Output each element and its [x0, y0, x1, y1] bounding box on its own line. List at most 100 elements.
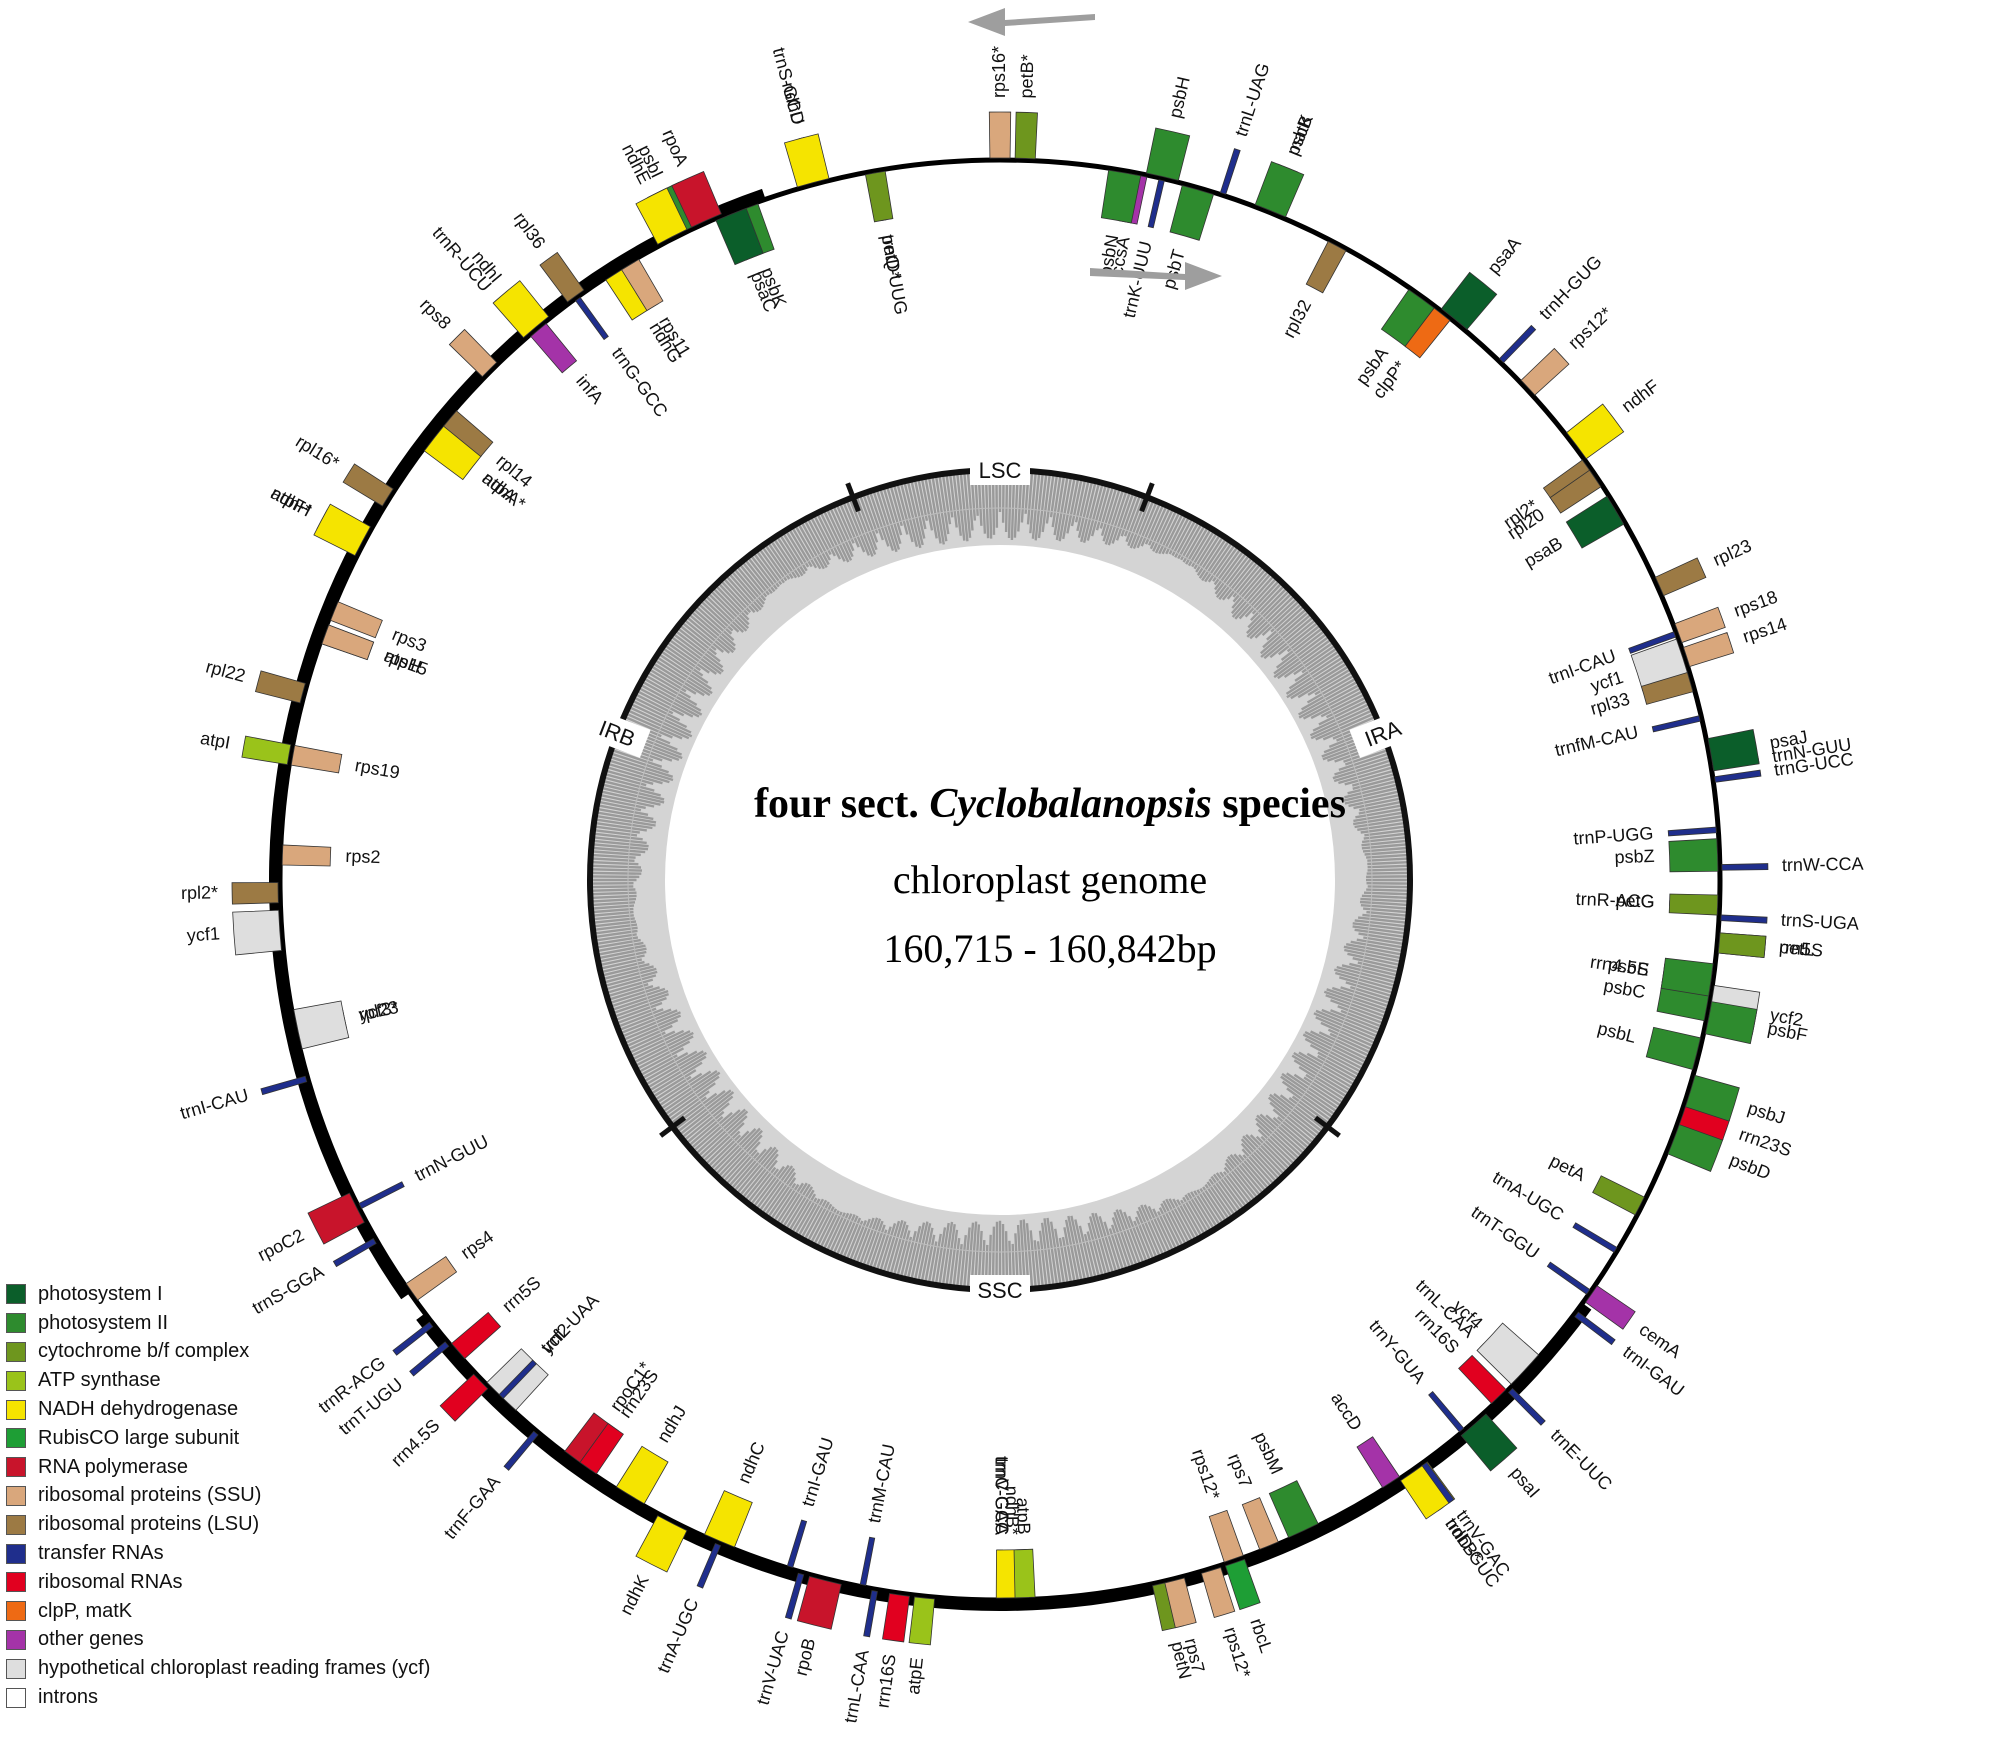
- legend-item: hypothetical chloroplast reading frames …: [6, 1654, 566, 1683]
- gene-label: psbT: [1159, 247, 1189, 291]
- gene-block: [232, 909, 282, 956]
- gene-block: [1476, 1322, 1540, 1385]
- legend-swatch: [6, 1629, 26, 1650]
- gene-label: psbF: [1766, 1018, 1809, 1045]
- gene-label: rps14: [1740, 614, 1789, 647]
- gene-block: [1684, 1074, 1740, 1122]
- gene-block: [1640, 671, 1694, 705]
- gene-label: rps12*: [1564, 303, 1616, 353]
- legend-item: ribosomal proteins (SSU): [6, 1482, 566, 1511]
- genome-size: 160,715 - 160,842bp: [883, 926, 1217, 971]
- gene-label: trnS-UGA: [1780, 910, 1859, 934]
- gene-block: [254, 670, 306, 704]
- gene-label: trnA-UGC: [653, 1595, 702, 1676]
- legend-item: photosystem I: [6, 1280, 566, 1309]
- gene-block: [908, 1596, 935, 1646]
- gene-label: rpl2*: [181, 882, 218, 903]
- gene-block: [392, 1321, 434, 1356]
- gene-block: [863, 1590, 878, 1638]
- gene-label: psaB: [1520, 533, 1565, 571]
- gene-label: ndhD: [778, 80, 808, 127]
- gene-label: psbB: [1283, 113, 1317, 159]
- gene-block: [715, 207, 764, 266]
- gene-block: [621, 258, 664, 312]
- legend-swatch: [6, 1313, 26, 1334]
- gene-block: [1421, 1461, 1455, 1504]
- gene-block: [575, 296, 609, 341]
- region-boundary-tick: [659, 1115, 687, 1138]
- gene-block: [1458, 1354, 1507, 1404]
- legend-item: ribosomal proteins (LSU): [6, 1510, 566, 1539]
- gene-block: [498, 1359, 538, 1400]
- gene-block: [1200, 1566, 1236, 1619]
- legend-item: clpP, matK: [6, 1597, 566, 1626]
- gene-block: [671, 170, 722, 228]
- gene-block: [1667, 826, 1717, 837]
- gene-block: [330, 601, 383, 639]
- legend-item: cytochrome b/f complex: [6, 1338, 566, 1367]
- gene-block: [1674, 606, 1726, 644]
- gene-block: [1585, 1285, 1636, 1330]
- gene-label: psbD: [1727, 1150, 1773, 1184]
- gene-block: [1566, 403, 1625, 460]
- gene-label: rps7: [1224, 1451, 1256, 1491]
- legend-swatch: [6, 1658, 26, 1679]
- gene-block: [1169, 185, 1215, 241]
- gene-block: [696, 1542, 722, 1589]
- gene-block: [1549, 469, 1602, 514]
- gene-label: psaI: [1506, 1463, 1543, 1502]
- gene-block: [1498, 324, 1537, 364]
- gene-label: petG: [1615, 890, 1655, 911]
- gene-block: [1254, 161, 1305, 218]
- gene-label: infA: [572, 371, 607, 408]
- gene-label: atpB: [1013, 1497, 1034, 1535]
- gene-label: trnC-GCA: [991, 1456, 1011, 1535]
- legend-swatch: [6, 1457, 26, 1478]
- arrow-clockwise: [1090, 262, 1222, 290]
- gene-label: trnM-CAU: [864, 1442, 899, 1524]
- legend-label: ribosomal proteins (LSU): [38, 1513, 260, 1536]
- center-disc: [665, 545, 1335, 1215]
- gene-label: psbL: [1596, 1018, 1639, 1047]
- legend-swatch: [6, 1428, 26, 1449]
- legend-item: RNA polymerase: [6, 1453, 566, 1482]
- gene-label: rpoC2: [254, 1225, 307, 1265]
- gene-label: rpl36: [510, 208, 550, 252]
- legend-label: RubisCO large subunit: [38, 1426, 240, 1449]
- legend-label: ribosomal proteins (SSU): [38, 1484, 262, 1507]
- gene-block: [1225, 1558, 1261, 1611]
- gene-block: [635, 187, 688, 245]
- gene-label: trnP-UGG: [1573, 823, 1654, 849]
- gene-block: [796, 1575, 842, 1630]
- gene-block: [492, 280, 550, 339]
- title-prefix: four sect.: [754, 781, 919, 827]
- gene-label: trnR-ACG: [1575, 889, 1655, 912]
- gene-label: psaA: [1483, 233, 1524, 277]
- gene-block: [784, 1572, 805, 1620]
- gene-label: trnW-CCA: [1782, 854, 1864, 875]
- gene-block: [293, 1000, 350, 1050]
- gene-block: [358, 1181, 405, 1210]
- gene-block: [1714, 769, 1762, 783]
- gene-block: [530, 323, 578, 374]
- gene-label: rps18: [1731, 587, 1780, 621]
- gene-label: rrn16S: [873, 1653, 900, 1709]
- gene-block: [1404, 307, 1451, 359]
- region-label-bg: [1349, 708, 1417, 758]
- gene-block: [451, 1311, 502, 1360]
- gene-label: petL: [1778, 937, 1815, 960]
- gene-label: ndhH: [267, 483, 314, 521]
- gene-block: [1460, 1413, 1518, 1472]
- gene-block: [1145, 127, 1191, 181]
- gene-block: [307, 1192, 365, 1245]
- gene-label: trnL-UAG: [1231, 60, 1274, 138]
- gene-block: [1428, 1390, 1465, 1433]
- gene-label: petB*: [1016, 54, 1038, 99]
- gene-block: [615, 1445, 669, 1505]
- legend-swatch: [6, 1341, 26, 1362]
- gene-block: [313, 503, 371, 557]
- gene-block: [1717, 932, 1767, 959]
- gene-block: [443, 410, 494, 458]
